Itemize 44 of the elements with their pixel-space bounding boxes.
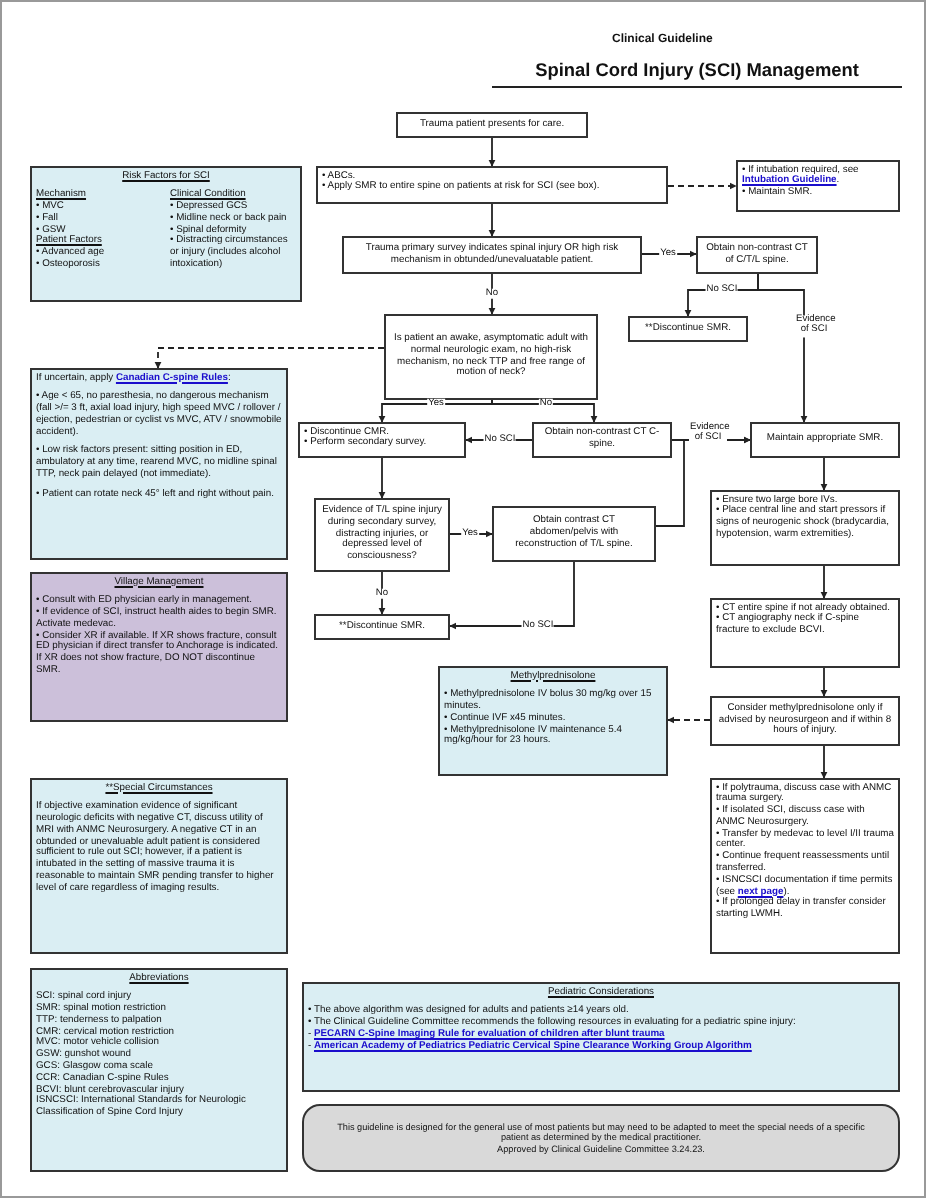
info-panel	[30, 166, 302, 302]
arrow	[491, 399, 598, 423]
arrow	[449, 561, 575, 630]
info-panel	[302, 982, 900, 1092]
arrow	[154, 347, 385, 369]
arrow	[465, 436, 533, 444]
arrow	[757, 273, 808, 423]
arrow	[378, 457, 386, 499]
guideline-title: Spinal Cord Injury (SCI) Management	[492, 60, 902, 88]
process-box	[492, 506, 656, 562]
arrow	[667, 716, 711, 724]
arrow	[820, 745, 828, 779]
process-box	[710, 778, 900, 954]
info-panel	[30, 368, 288, 560]
info-panel	[30, 572, 288, 722]
arrow	[449, 530, 493, 538]
process-box	[710, 490, 900, 566]
arrow	[655, 436, 751, 527]
process-box	[316, 166, 668, 204]
info-panel	[438, 666, 668, 776]
end-box	[314, 614, 450, 640]
notice-panel	[302, 1104, 900, 1172]
arrow	[378, 571, 386, 615]
arrow	[488, 203, 496, 237]
info-panel	[30, 968, 288, 1172]
end-box	[628, 316, 748, 342]
process-box	[298, 422, 466, 458]
arrow	[641, 250, 697, 258]
arrow	[488, 273, 496, 315]
process-box	[532, 422, 672, 458]
process-box	[696, 236, 818, 274]
info-panel	[30, 778, 288, 954]
process-box	[750, 422, 900, 458]
decision-box	[384, 314, 598, 400]
arrow	[667, 182, 737, 190]
process-box	[710, 598, 900, 668]
process-box	[396, 112, 588, 138]
arrow	[820, 565, 828, 599]
arrow	[378, 399, 493, 423]
arrow	[820, 457, 828, 491]
arrow	[488, 137, 496, 167]
note-box	[736, 160, 900, 212]
process-box	[342, 236, 642, 274]
arrow	[820, 667, 828, 697]
